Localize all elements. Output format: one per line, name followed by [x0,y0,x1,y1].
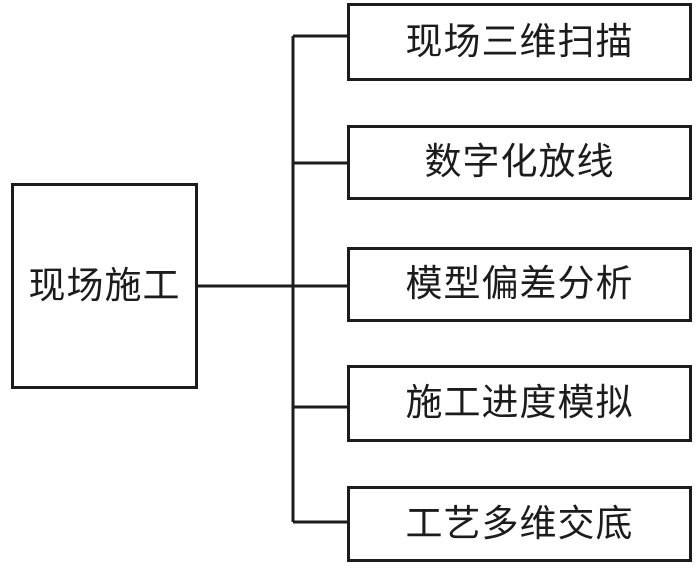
node-branch-label: 工艺多维交底 [405,503,634,545]
node-branch-process-briefing: 工艺多维交底 [347,486,692,562]
node-branch-3d-scanning: 现场三维扫描 [347,3,692,81]
node-branch-label: 模型偏差分析 [405,264,634,305]
node-branch-schedule-simulation: 施工进度模拟 [347,365,692,442]
node-branch-digital-layout: 数字化放线 [347,125,692,200]
node-branch-label: 施工进度模拟 [405,383,634,424]
node-branch-label: 数字化放线 [424,142,615,183]
node-branch-label: 现场三维扫描 [405,21,634,63]
node-root: 现场施工 [11,183,198,389]
node-branch-model-deviation-analysis: 模型偏差分析 [347,247,692,322]
node-root-label: 现场施工 [28,265,181,307]
